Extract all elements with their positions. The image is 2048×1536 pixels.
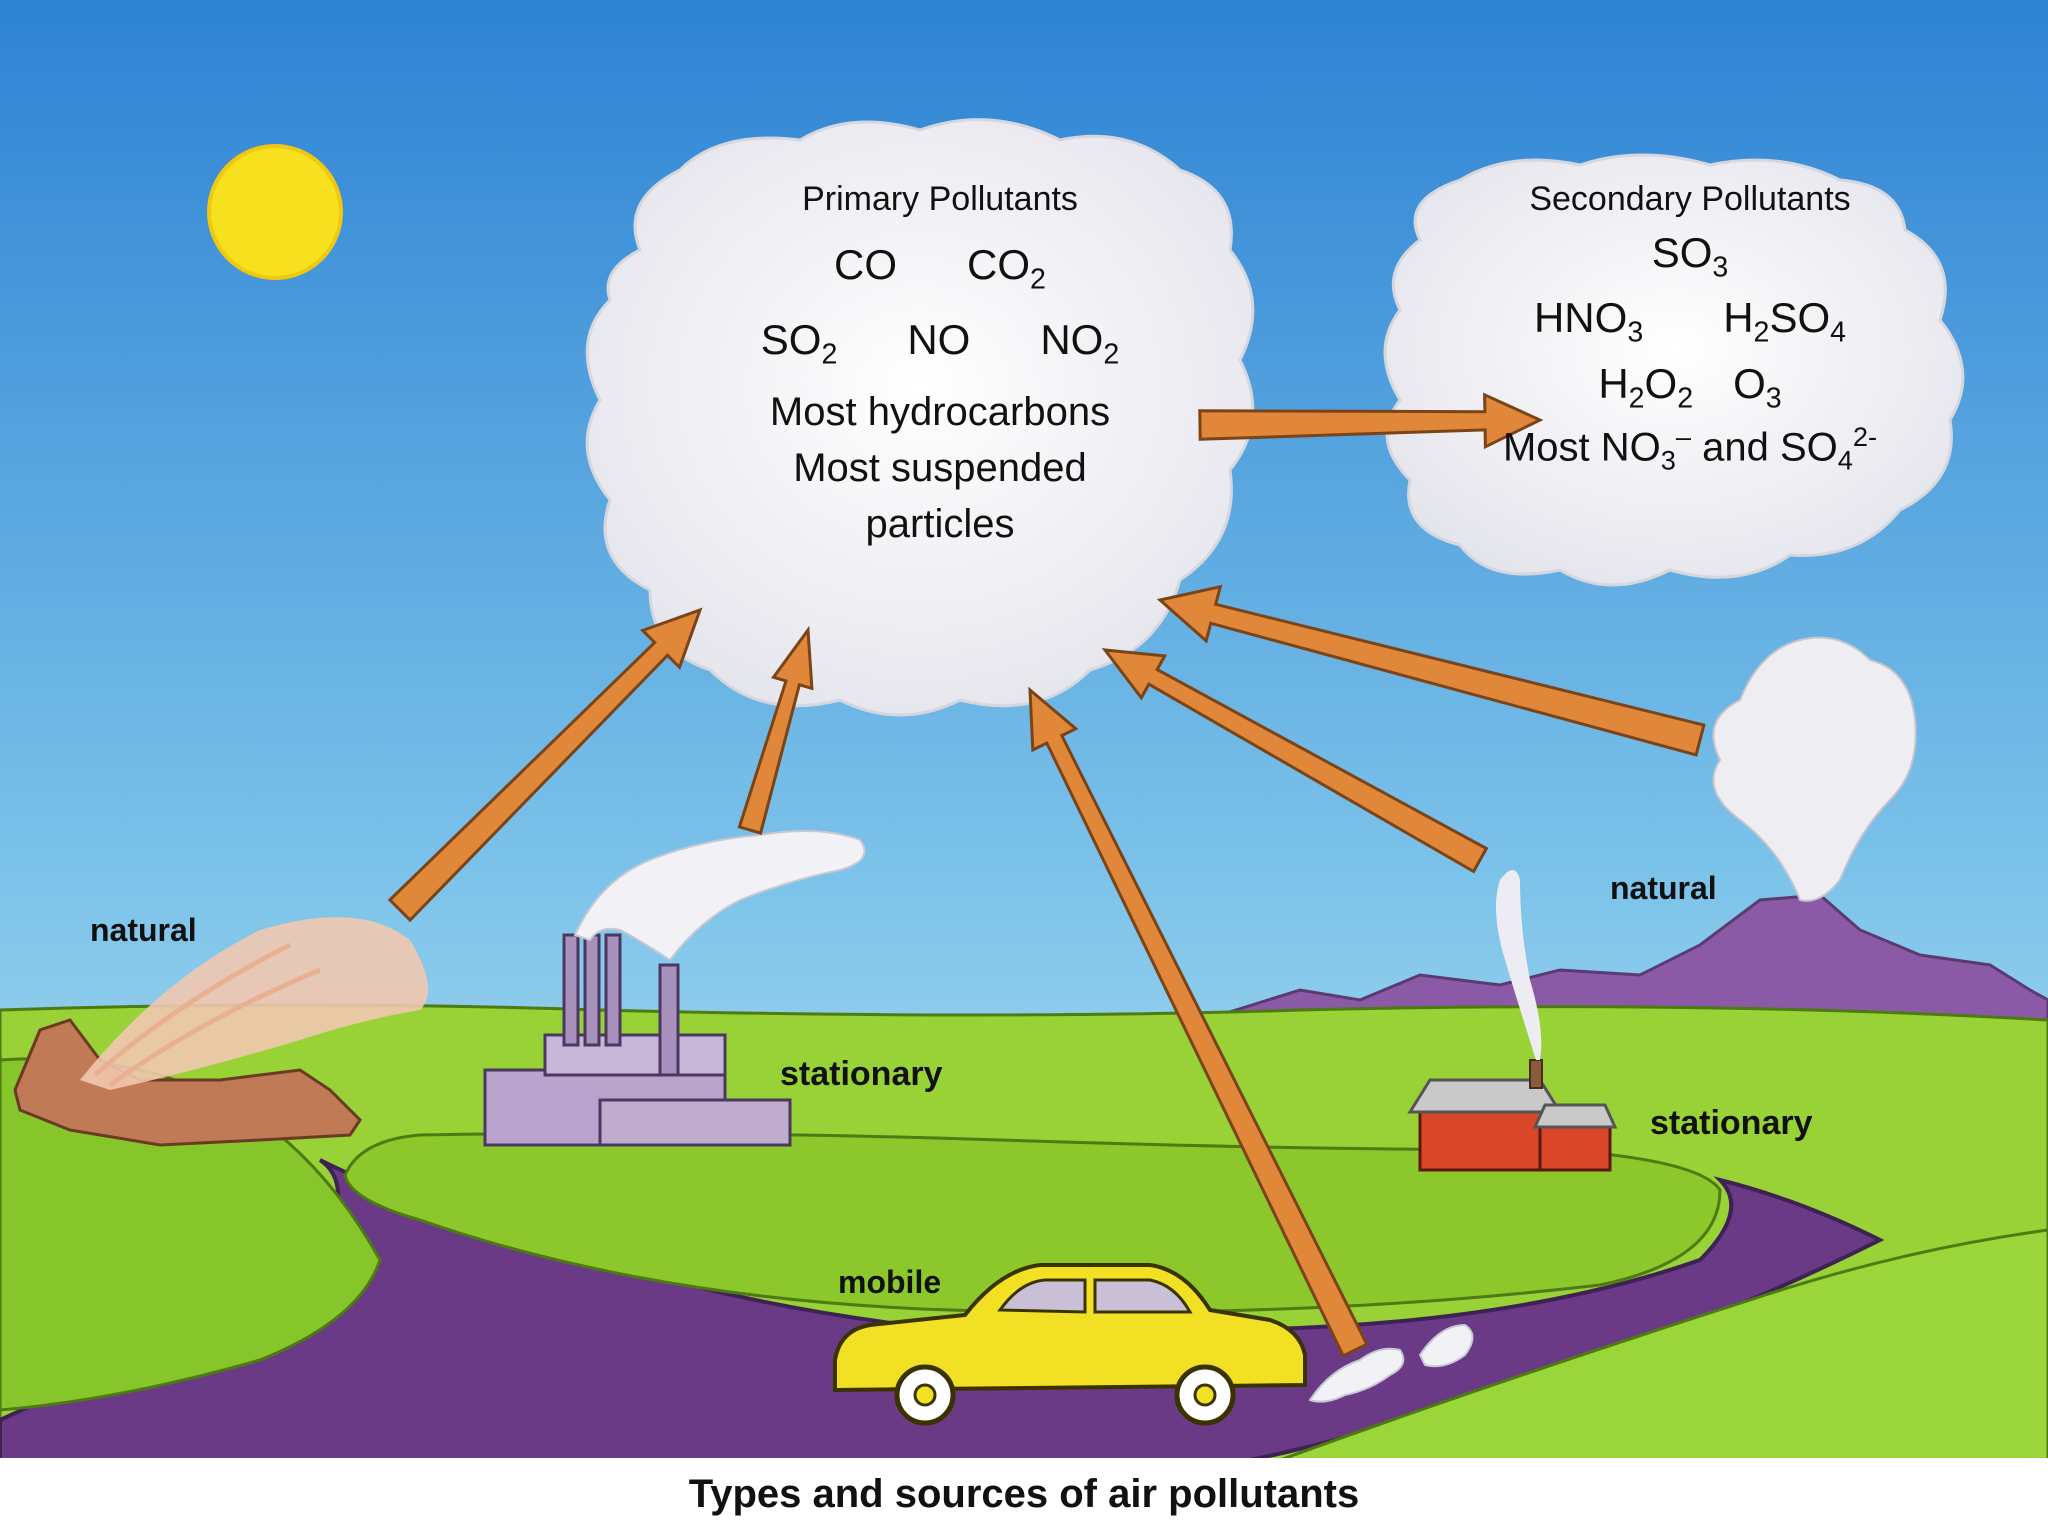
mountain-range <box>1218 893 2048 1042</box>
formula-h2so4: H2SO4 <box>1723 294 1847 349</box>
arrow-house <box>1101 648 1489 874</box>
label-mobile: mobile <box>838 1264 942 1300</box>
factory <box>483 933 792 1147</box>
car <box>833 1263 1307 1426</box>
primary-pollutants-cloud <box>585 118 1255 717</box>
secondary-pollutants-cloud <box>1383 153 1965 587</box>
formula-co2: CO2 <box>967 241 1046 296</box>
label-natural-left: natural <box>90 912 197 948</box>
primary-row-1: CO CO2 <box>680 241 1200 296</box>
exhaust-puff <box>1418 1323 1474 1368</box>
factory-smoke <box>573 830 866 962</box>
primary-pollutants-text: Primary Pollutants CO CO2 SO2 NO NO2 Mos… <box>680 180 1200 552</box>
arrow-volcano <box>1156 584 1706 757</box>
dust-streak <box>108 967 321 1088</box>
formula-hno3: HNO3 <box>1533 294 1644 349</box>
source-arrows <box>387 392 1706 1358</box>
sun <box>207 144 343 280</box>
secondary-title: Secondary Pollutants <box>1529 180 1851 218</box>
formula-co: CO <box>834 241 898 288</box>
secondary-row-2: HNO3 H2SO4 <box>1440 294 1940 349</box>
dust-streak <box>93 942 292 1077</box>
formula-o3: O3 <box>1733 359 1782 415</box>
secondary-pollutants-text: Secondary Pollutants SO3 HNO3 H2SO4 H2O2… <box>1440 180 1940 477</box>
figure-caption: Types and sources of air pollutants <box>688 1472 1360 1516</box>
label-natural-volcano: natural <box>1610 870 1717 906</box>
secondary-row-3: H2O2 O3 <box>1440 360 1940 415</box>
caption-bar <box>0 1458 2048 1536</box>
primary-row-2: SO2 NO NO2 <box>680 316 1200 371</box>
rock-formation <box>13 1018 362 1147</box>
primary-particles: particles <box>865 501 1015 546</box>
formula-no: NO <box>907 316 971 364</box>
label-stationary-house: stationary <box>1650 1104 1813 1142</box>
arrow-factory <box>737 625 814 835</box>
primary-title: Primary Pollutants <box>802 180 1078 218</box>
volcano-plume <box>1712 636 1917 902</box>
formula-so2: SO2 <box>760 316 838 371</box>
arrow-primary-to-secondary <box>1198 392 1544 450</box>
primary-suspended: Most suspended <box>793 445 1087 490</box>
arrow-car <box>1028 686 1369 1358</box>
label-stationary-factory: stationary <box>780 1055 943 1093</box>
secondary-nitrates-sulfates: Most NO3– and SO42- <box>1502 421 1878 476</box>
formula-h2o2: H2O2 <box>1598 359 1694 415</box>
formula-no2: NO2 <box>1040 316 1120 371</box>
formula-so3: SO3 <box>1651 229 1729 284</box>
exhaust-puff <box>1308 1347 1405 1403</box>
primary-hydrocarbons: Most hydrocarbons <box>769 389 1111 434</box>
house <box>1407 1059 1618 1172</box>
arrow-natural-left <box>387 607 703 923</box>
house-smoke <box>1496 870 1542 1060</box>
grass-right <box>1279 1228 2048 1462</box>
